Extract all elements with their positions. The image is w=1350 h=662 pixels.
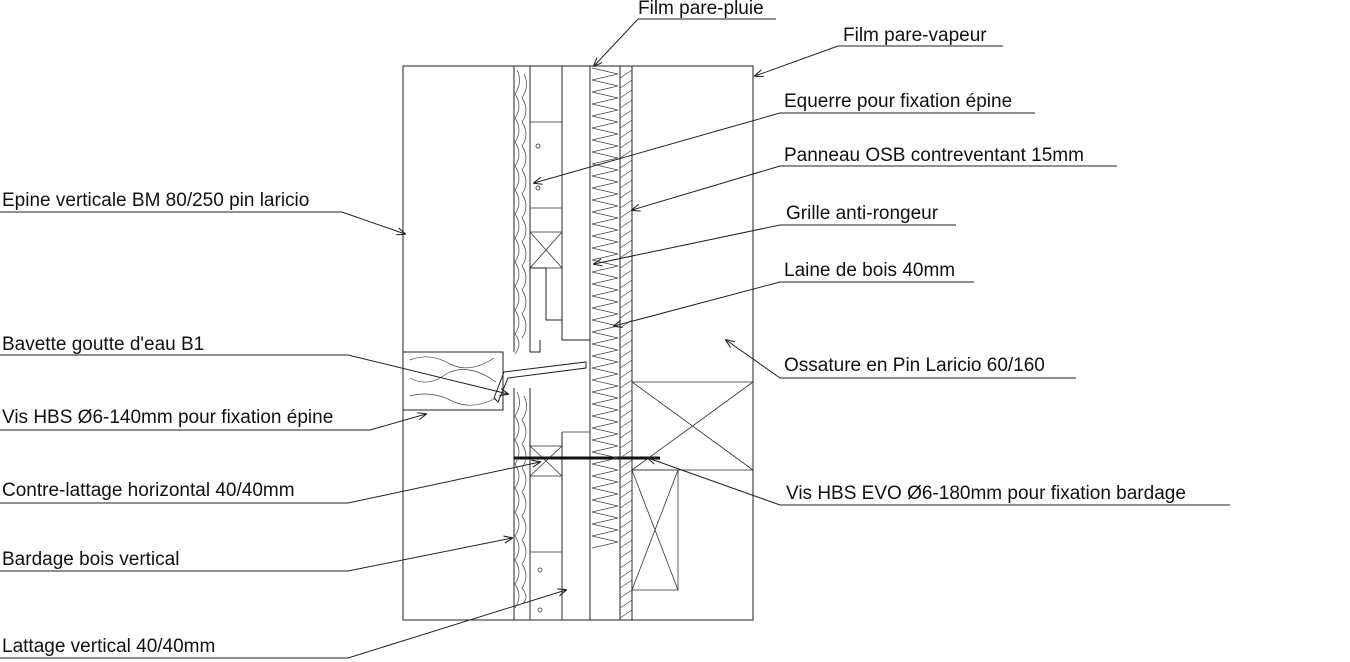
section-structure xyxy=(402,65,754,621)
label-vis-hbs: Vis HBS Ø6-140mm pour fixation épine xyxy=(2,407,333,428)
callout-labels: Film pare-pluie Film pare-vapeur Equerre… xyxy=(2,0,1186,657)
osb-panel-hatch xyxy=(619,69,633,619)
laine-de-bois-hatch xyxy=(591,67,619,549)
label-vis-hbs-evo: Vis HBS EVO Ø6-180mm pour fixation barda… xyxy=(786,483,1186,504)
label-lattage: Lattage vertical 40/40mm xyxy=(2,636,215,657)
label-bardage: Bardage bois vertical xyxy=(2,549,179,570)
label-panneau-osb: Panneau OSB contreventant 15mm xyxy=(784,145,1084,166)
label-laine-bois: Laine de bois 40mm xyxy=(784,260,955,281)
leader-lines xyxy=(0,18,1230,659)
label-equerre: Equerre pour fixation épine xyxy=(784,91,1012,112)
label-film-pare-vapeur: Film pare-vapeur xyxy=(843,25,987,46)
epine-beam-outline xyxy=(402,65,754,621)
bardage-grain xyxy=(409,69,527,609)
bavette-flashing xyxy=(493,361,587,403)
label-contre-lattage: Contre-lattage horizontal 40/40mm xyxy=(2,480,295,501)
label-film-pare-pluie: Film pare-pluie xyxy=(638,0,764,19)
label-bavette: Bavette goutte d'eau B1 xyxy=(2,334,204,355)
label-ossature: Ossature en Pin Laricio 60/160 xyxy=(784,355,1045,376)
label-epine-verticale: Epine verticale BM 80/250 pin laricio xyxy=(2,190,309,211)
label-grille: Grille anti-rongeur xyxy=(786,203,939,224)
